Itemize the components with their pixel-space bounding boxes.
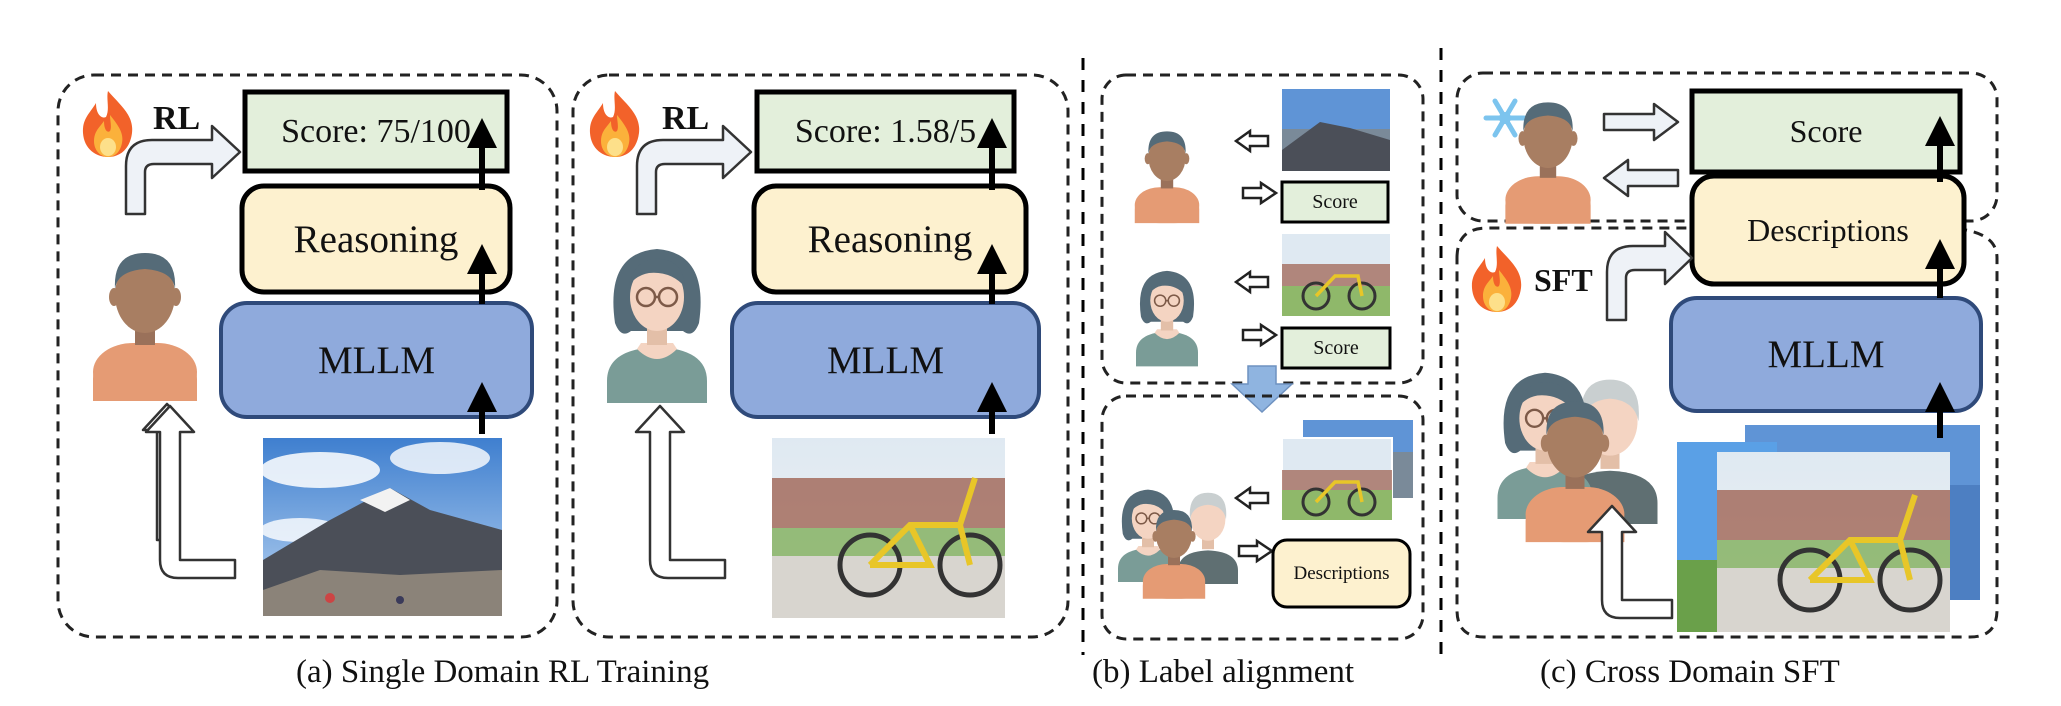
mllm-text: MLLM — [318, 338, 435, 382]
mountain-photo — [260, 438, 502, 616]
loop-arrow — [1586, 504, 1674, 620]
panel-b-top — [1100, 73, 1425, 385]
score-text: Score — [1313, 336, 1359, 359]
bicycle-photo — [772, 438, 1005, 618]
descriptions-text: Descriptions — [1747, 211, 1909, 248]
score-box — [754, 89, 1017, 174]
rl-label: RL — [153, 100, 201, 137]
mllm-text: MLLM — [827, 338, 944, 382]
mllm-box — [1669, 296, 1983, 413]
stacked-photos — [1677, 425, 1980, 632]
score-text: Score — [1312, 190, 1358, 213]
loop-arrow — [634, 404, 727, 580]
panel-a-right — [571, 73, 1070, 639]
caption-a: (a) Single Domain RL Training — [296, 654, 710, 690]
descriptions-text: Descriptions — [1293, 562, 1390, 584]
reasoning-text: Reasoning — [293, 217, 459, 261]
fire-icon — [1471, 246, 1522, 312]
fire-icon — [589, 91, 640, 157]
elderly-woman-icon — [605, 247, 709, 405]
descriptions-box — [1271, 538, 1412, 609]
mllm-box — [730, 301, 1041, 419]
mllm-box — [219, 301, 534, 419]
score-box — [1689, 88, 1963, 175]
snowflake-icon — [1483, 98, 1527, 138]
rl-label: RL — [662, 100, 710, 137]
score-box-1 — [1280, 180, 1390, 224]
score-box — [242, 89, 510, 174]
score-box-2 — [1280, 326, 1392, 370]
score-text: Score: 1.58/5 — [794, 112, 977, 150]
reasoning-box — [239, 183, 513, 295]
caption-c: (c) Cross Domain SFT — [1540, 654, 1840, 690]
score-text: Score — [1789, 113, 1863, 149]
panel-c — [1455, 71, 1999, 639]
sft-label: SFT — [1534, 262, 1593, 298]
panel-a-left — [56, 73, 559, 639]
reasoning-box — [751, 183, 1029, 295]
down-arrow — [1230, 365, 1294, 414]
reasoning-text: Reasoning — [807, 217, 973, 261]
caption-b: (b) Label alignment — [1092, 654, 1355, 690]
descriptions-box — [1689, 173, 1967, 287]
loop-arrow — [144, 404, 237, 580]
rl-arrow — [635, 124, 753, 216]
score-text: Score: 75/100 — [281, 112, 471, 150]
panel-b-bottom — [1100, 394, 1425, 641]
mllm-text: MLLM — [1767, 333, 1885, 376]
rl-arrow — [124, 124, 242, 216]
fire-icon — [82, 91, 133, 157]
person-icon — [93, 253, 197, 401]
